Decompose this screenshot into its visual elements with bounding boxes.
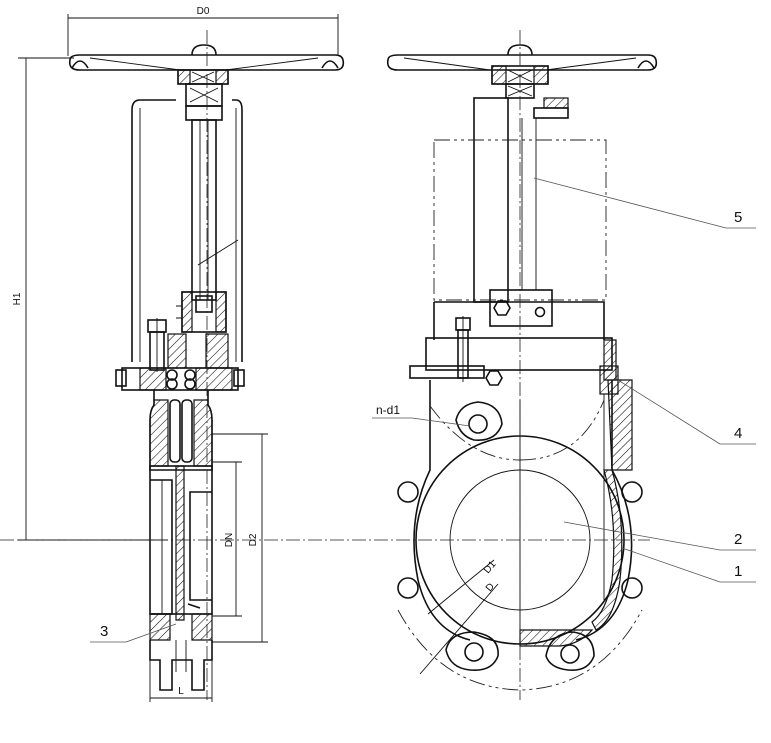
side-bonnet-bolts — [147, 318, 167, 372]
side-handwheel — [68, 44, 345, 85]
callout-3: 3 — [90, 623, 177, 643]
side-stem-connector — [176, 239, 239, 333]
side-stem — [191, 119, 217, 301]
part-number-2: 2 — [734, 531, 742, 548]
front-handwheel — [386, 44, 658, 99]
front-view: D1 D n-d1 5 4 2 1 — [0, 30, 756, 700]
dim-d: D — [484, 581, 497, 594]
part-number-4: 4 — [734, 425, 742, 442]
front-stem-connector — [433, 289, 605, 340]
label-n-d1: n-d1 — [376, 403, 400, 417]
dim-d0: D0 — [197, 6, 210, 17]
dim-d1: D1 — [482, 559, 499, 576]
side-view: D0 H1 DN D2 L 3 — [12, 6, 345, 702]
front-diameter-marks: D1 D — [419, 559, 499, 675]
part-number-5: 5 — [734, 209, 742, 226]
front-bonnet — [409, 316, 619, 395]
side-gland — [115, 333, 245, 391]
part-number-1: 1 — [734, 563, 742, 580]
callout-5: 5 — [533, 177, 756, 229]
front-bolt-holes — [397, 401, 643, 691]
callout-n-d1: n-d1 — [372, 403, 471, 427]
callout-1: 1 — [621, 547, 756, 583]
part-number-3: 3 — [100, 623, 108, 640]
side-dimensions: D0 H1 DN D2 L — [12, 6, 339, 702]
callout-4: 4 — [617, 379, 756, 445]
callout-2: 2 — [563, 521, 756, 551]
dim-h1: H1 — [12, 292, 23, 305]
front-body — [413, 379, 633, 647]
dim-l: L — [178, 686, 184, 697]
